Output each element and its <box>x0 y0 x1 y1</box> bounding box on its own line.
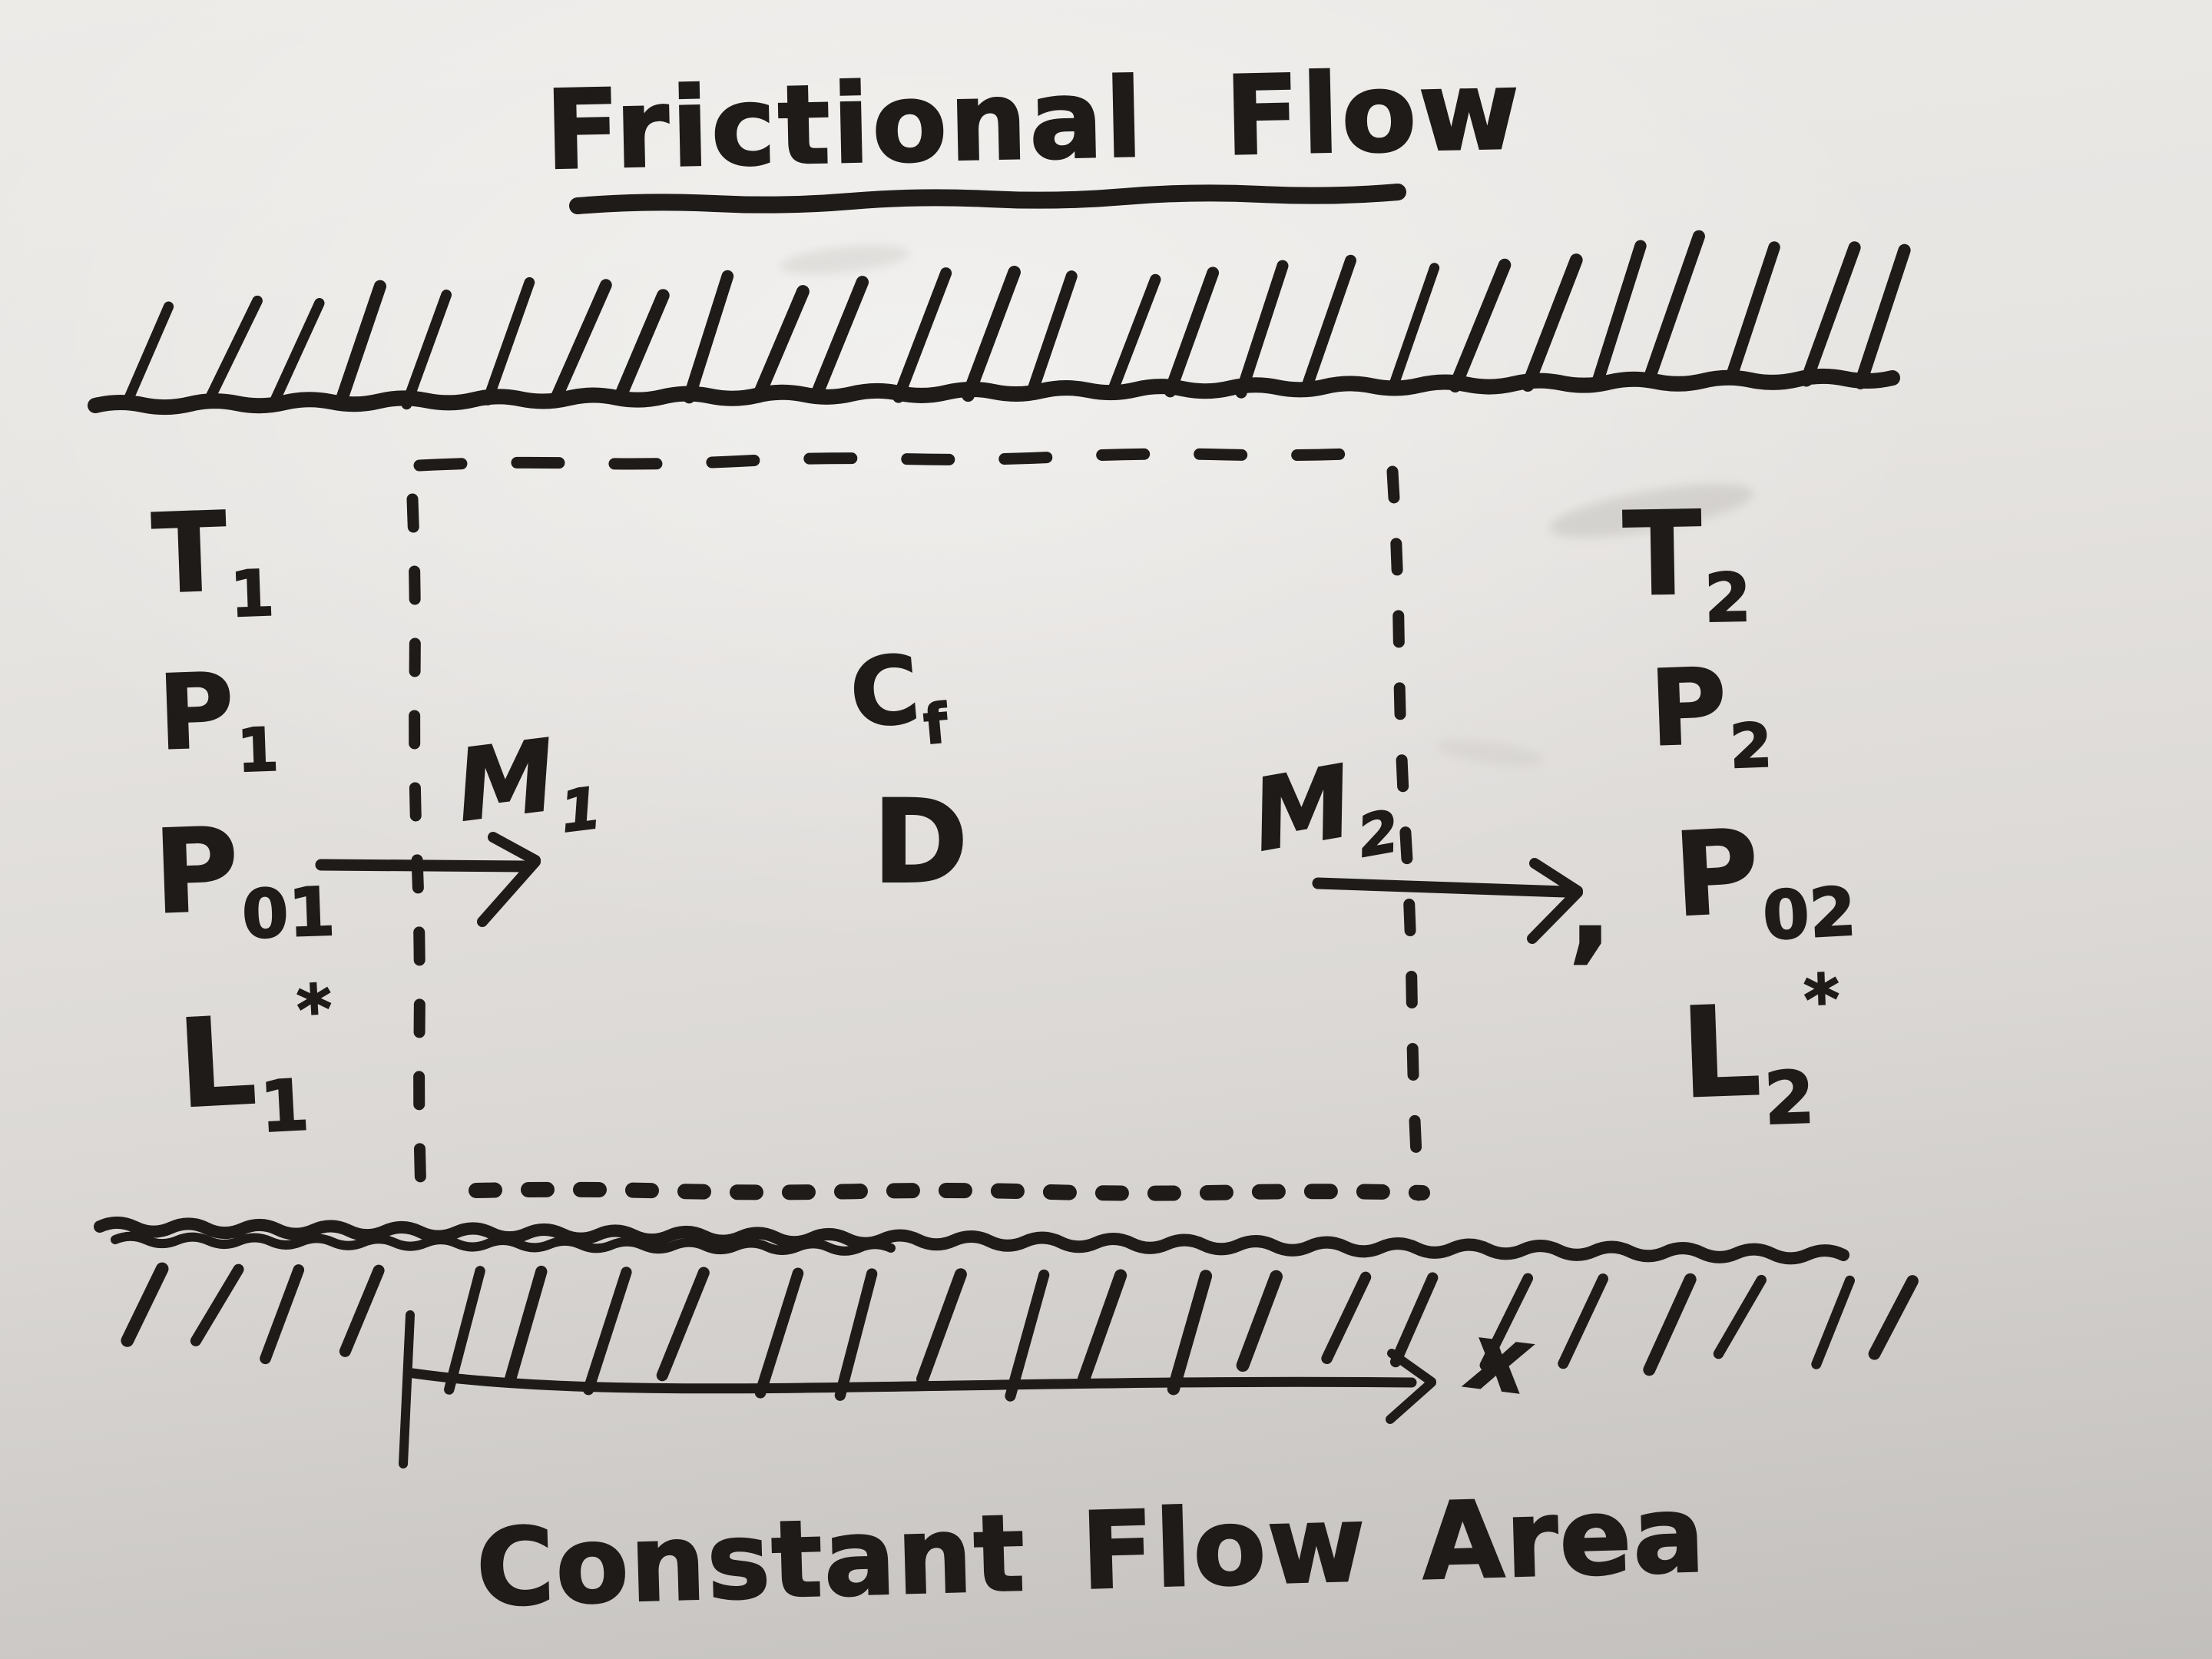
inlet-flow-arrow <box>315 832 541 927</box>
outlet-temperature-label: T2 <box>1621 486 1753 637</box>
x-axis-label: x <box>1463 1302 1535 1416</box>
friction-coefficient-label: Cf <box>845 634 951 759</box>
diagram-title: Frictional Flow <box>543 46 1524 195</box>
diameter-label: D <box>872 784 969 901</box>
inlet-pressure-subscript: 1 <box>235 714 280 786</box>
inlet-pressure-label: P1 <box>156 651 281 786</box>
outlet-mach-symbol: M <box>1243 743 1361 875</box>
inlet-sonic-length-star: * <box>294 969 335 1050</box>
top-wall <box>88 368 1900 416</box>
outlet-pressure-subscript: 2 <box>1728 710 1774 783</box>
outlet-temperature-subscript: 2 <box>1703 558 1752 638</box>
outlet-comma: , <box>1568 842 1613 975</box>
outlet-stagnation-pressure-symbol: P <box>1670 804 1763 944</box>
outlet-flow-arrow <box>1312 858 1583 944</box>
outlet-stagnation-pressure-label: P02 <box>1670 804 1859 955</box>
control-volume-dashed-boundary <box>406 446 1430 1221</box>
outlet-mach-label: M2 <box>1243 743 1405 884</box>
outlet-pressure-symbol: P <box>1647 646 1730 771</box>
title-underline <box>569 184 1406 214</box>
inlet-mach-subscript: 1 <box>556 774 605 847</box>
outlet-stagnation-pressure-subscript: 02 <box>1760 871 1859 955</box>
inlet-stagnation-pressure-subscript: 01 <box>240 871 337 954</box>
inlet-mach-label: M1 <box>450 718 605 853</box>
inlet-sonic-length-symbol: L <box>174 990 260 1137</box>
friction-coefficient-symbol: C <box>845 634 925 750</box>
inlet-temperature-subscript: 1 <box>228 556 276 632</box>
inlet-pressure-symbol: P <box>156 651 237 774</box>
inlet-temperature-label: T1 <box>150 488 276 632</box>
inlet-mach-symbol: M <box>450 718 563 845</box>
caption-constant-flow-area: Constant Flow Area <box>474 1472 1709 1631</box>
diameter-symbol: D <box>872 776 969 909</box>
x-axis-arrow <box>399 1310 1436 1469</box>
bottom-wall-hatching <box>121 1262 1919 1402</box>
inlet-sonic-length-label: L1 * <box>174 969 335 1150</box>
bottom-wall <box>94 1216 1849 1265</box>
outlet-pressure-label: P2 <box>1647 646 1774 783</box>
eraser-smudge <box>780 244 1754 766</box>
outlet-sonic-length-label: L2 * <box>1678 959 1843 1143</box>
inlet-stagnation-pressure-symbol: P <box>151 803 242 941</box>
outlet-sonic-length-symbol: L <box>1678 979 1764 1127</box>
inlet-stagnation-pressure-label: P01 <box>151 803 337 954</box>
outlet-sonic-length-subscript: 2 <box>1762 1055 1816 1142</box>
top-wall-hatching <box>122 230 1911 410</box>
outlet-temperature-symbol: T <box>1621 486 1704 623</box>
inlet-temperature-symbol: T <box>150 488 230 619</box>
inlet-sonic-length-subscript: 1 <box>257 1064 312 1150</box>
outlet-sonic-length-star: * <box>1802 959 1842 1042</box>
